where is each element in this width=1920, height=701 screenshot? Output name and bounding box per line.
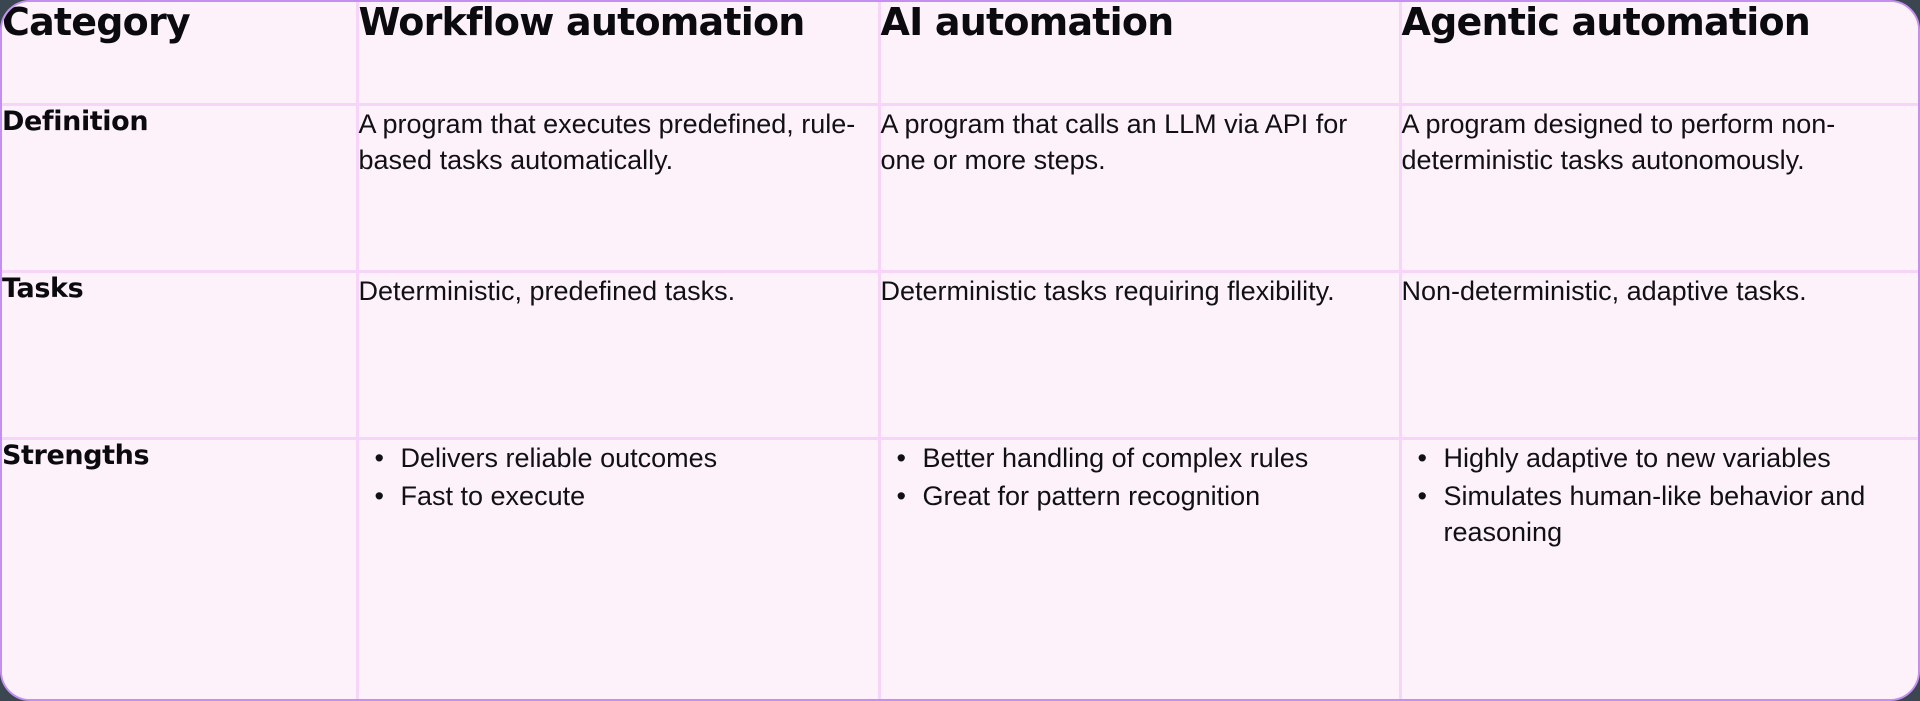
column-header-category-label: Category bbox=[2, 0, 191, 44]
cell-text: Deterministic, predefined tasks. bbox=[358, 275, 736, 306]
list-item: Great for pattern recognition bbox=[897, 478, 1399, 514]
cell-text: A program designed to perform non-determ… bbox=[1401, 108, 1836, 175]
row-label-cell-definition: Definition bbox=[2, 102, 357, 272]
row-label-definition: Definition bbox=[2, 105, 149, 137]
row-label-cell-strengths: Strengths bbox=[2, 436, 357, 699]
column-header-agentic-automation: Agentic automation bbox=[1398, 0, 1918, 104]
list-item: Delivers reliable outcomes bbox=[375, 440, 878, 476]
cell-text: A program that executes predefined, rule… bbox=[358, 108, 856, 175]
cell-definition-ai-automation: A program that calls an LLM via API for … bbox=[877, 102, 1400, 272]
table-row-tasks: Tasks Deterministic, predefined tasks. D… bbox=[2, 269, 1918, 439]
row-label-cell-tasks: Tasks bbox=[2, 269, 357, 439]
column-header-ai-automation: AI automation bbox=[877, 0, 1400, 104]
table-row-definition: Definition A program that executes prede… bbox=[2, 102, 1918, 272]
list-item: Highly adaptive to new variables bbox=[1418, 440, 1919, 476]
bullet-list: Better handling of complex rules Great f… bbox=[881, 440, 1399, 515]
cell-tasks-workflow-automation: Deterministic, predefined tasks. bbox=[355, 269, 879, 439]
row-label-strengths: Strengths bbox=[2, 439, 150, 471]
cell-text: Deterministic tasks requiring flexibilit… bbox=[880, 275, 1335, 306]
cell-text: A program that calls an LLM via API for … bbox=[880, 108, 1348, 175]
bullet-list: Highly adaptive to new variables Simulat… bbox=[1402, 440, 1919, 551]
cell-definition-agentic-automation: A program designed to perform non-determ… bbox=[1398, 102, 1918, 272]
cell-strengths-agentic-automation: Highly adaptive to new variables Simulat… bbox=[1398, 436, 1919, 699]
list-item: Better handling of complex rules bbox=[897, 440, 1399, 476]
column-header-category: Category bbox=[2, 2, 357, 104]
column-header-ai-automation-label: AI automation bbox=[880, 0, 1175, 44]
bullet-list: Delivers reliable outcomes Fast to execu… bbox=[359, 440, 878, 515]
cell-definition-workflow-automation: A program that executes predefined, rule… bbox=[355, 102, 879, 272]
row-label-tasks: Tasks bbox=[2, 272, 84, 304]
cell-tasks-ai-automation: Deterministic tasks requiring flexibilit… bbox=[877, 269, 1400, 439]
table-body: Definition A program that executes prede… bbox=[2, 102, 1919, 699]
cell-text: Non-deterministic, adaptive tasks. bbox=[1401, 275, 1807, 306]
column-header-workflow-automation: Workflow automation bbox=[355, 0, 879, 104]
cell-strengths-workflow-automation: Delivers reliable outcomes Fast to execu… bbox=[355, 436, 879, 699]
table-row-strengths: Strengths Delivers reliable outcomes Fas… bbox=[2, 436, 1919, 699]
cell-tasks-agentic-automation: Non-deterministic, adaptive tasks. bbox=[1398, 269, 1918, 439]
column-header-agentic-automation-label: Agentic automation bbox=[1401, 0, 1811, 44]
cell-strengths-ai-automation: Better handling of complex rules Great f… bbox=[877, 436, 1400, 699]
column-header-workflow-automation-label: Workflow automation bbox=[358, 0, 806, 44]
list-item: Fast to execute bbox=[375, 478, 878, 514]
table-header: Category Workflow automation AI automati… bbox=[2, 0, 1918, 104]
header-row: Category Workflow automation AI automati… bbox=[2, 0, 1918, 104]
list-item: Simulates human-like behavior and reason… bbox=[1418, 478, 1919, 550]
